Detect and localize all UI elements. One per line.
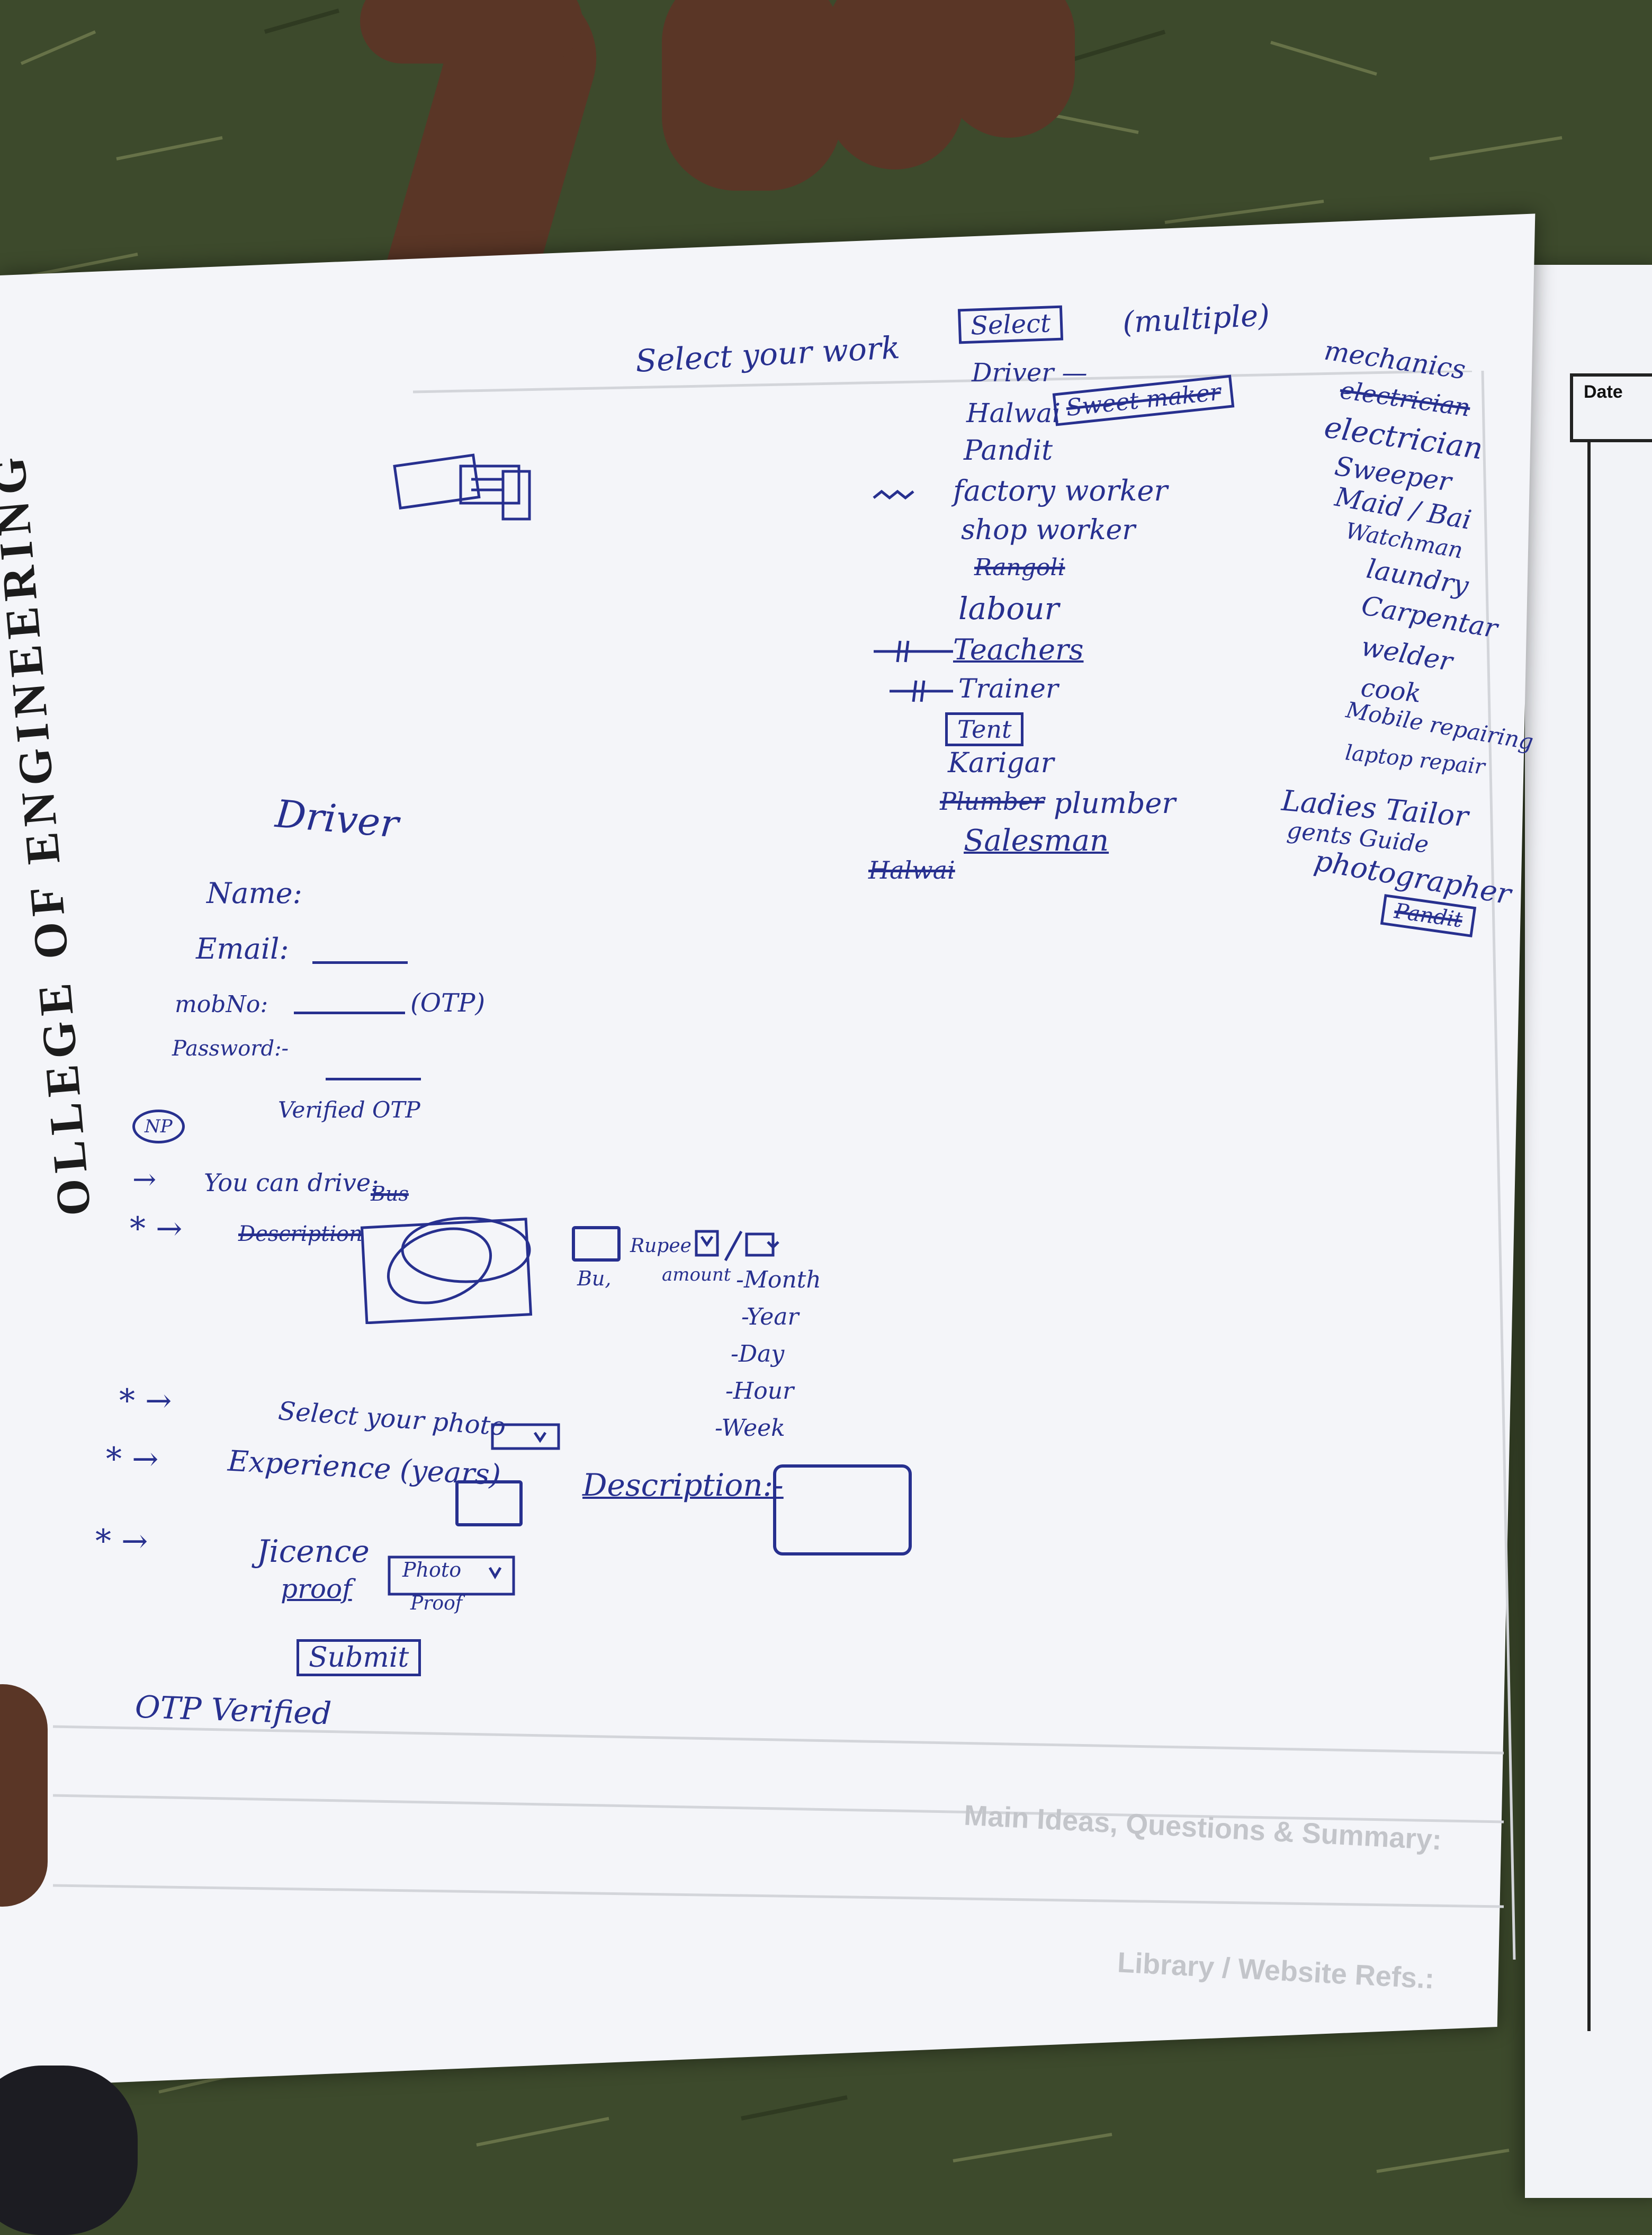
work-option-plumber: plumber (1054, 786, 1176, 820)
work-option-halwai: Halwai (966, 398, 1061, 428)
work-option-pandit: Pandit (964, 435, 1053, 467)
photo-dropdown[interactable] (490, 1422, 564, 1454)
work-option-tent: Tent (945, 712, 1024, 746)
rate-unit-dropdown[interactable] (694, 1229, 784, 1266)
work-option-karigar: Karigar (948, 747, 1054, 779)
rupee-label: Rupee (630, 1235, 692, 1257)
date-header: Date (1584, 382, 1623, 402)
otp-verified-text: OTP Verified (134, 1688, 333, 1732)
submit-button[interactable]: Submit (297, 1639, 421, 1676)
can-drive-label: You can drive: (204, 1168, 379, 1197)
date-header-box: Date (1570, 373, 1652, 442)
work-option-salesman: Salesman (964, 824, 1109, 858)
email-input[interactable] (312, 961, 408, 964)
photo-proof-top: Photo (402, 1558, 462, 1581)
email-label: Email: (196, 932, 289, 965)
bus-checkbox[interactable] (572, 1226, 621, 1262)
page-rule (1587, 442, 1591, 2031)
licence-label: Jicence (257, 1533, 370, 1569)
period-week: -Week (715, 1415, 785, 1442)
required-star-icon: * → (130, 1210, 183, 1247)
multiple-note: (multiple) (1121, 298, 1271, 341)
select-work-box[interactable]: Select (957, 305, 1064, 344)
period-hour: -Hour (725, 1378, 794, 1405)
required-star-icon: * → (119, 1382, 172, 1419)
mob-label: mobNo: (175, 991, 268, 1018)
list-marks (873, 489, 953, 702)
description-struck: Description (238, 1222, 363, 1246)
finger (826, 0, 964, 169)
description-label: Description:- (582, 1467, 784, 1503)
required-star-icon: * → (95, 1523, 148, 1560)
sketch-window-icon (393, 453, 531, 521)
finger (942, 0, 1075, 138)
form-heading-driver: Driver (273, 791, 401, 846)
period-day: -Day (731, 1340, 785, 1367)
work-option-factory-worker: factory worker (953, 474, 1168, 507)
period-year: -Year (741, 1303, 799, 1330)
proof-label: proof (281, 1574, 352, 1604)
arrow-icon: → (132, 1163, 157, 1196)
work-option-teachers: Teachers (953, 633, 1084, 666)
period-month: -Month (736, 1266, 821, 1293)
image-placeholder-box[interactable] (360, 1208, 540, 1324)
required-star-icon: * → (106, 1441, 159, 1478)
amount-label: amount (662, 1264, 731, 1285)
work-option-shop-worker: shop worker (961, 514, 1136, 546)
can-drive-value: Bus (371, 1182, 409, 1205)
work-option-rangoli-struck: Rangoli (974, 554, 1065, 581)
photo-proof-bottom: Proof (410, 1593, 463, 1614)
notebook-page (0, 213, 1536, 2089)
description-textarea[interactable] (773, 1464, 912, 1555)
work-option-plumber-struck: Plumber (940, 787, 1045, 816)
name-label: Name: (206, 877, 302, 910)
otp-note: (OTP) (410, 988, 486, 1018)
bus-label: Bu, (577, 1267, 612, 1290)
work-option-trainer: Trainer (958, 673, 1058, 704)
sleeve (0, 2066, 138, 2235)
photo-proof-dropdown[interactable] (387, 1554, 519, 1602)
password-label: Password:- (172, 1036, 289, 1061)
mob-input[interactable] (294, 1012, 405, 1014)
verified-otp-text: Verified OTP (278, 1097, 420, 1123)
work-option-driver: Driver — (972, 358, 1088, 388)
work-option-halwai-struck: Halwai (868, 856, 955, 884)
password-input[interactable] (326, 1078, 421, 1080)
finger (360, 0, 582, 64)
finger (662, 0, 842, 191)
np-badge: NP (132, 1110, 185, 1143)
experience-input[interactable] (455, 1480, 523, 1526)
work-option-labour: labour (958, 591, 1060, 627)
thumb (0, 1684, 48, 1907)
